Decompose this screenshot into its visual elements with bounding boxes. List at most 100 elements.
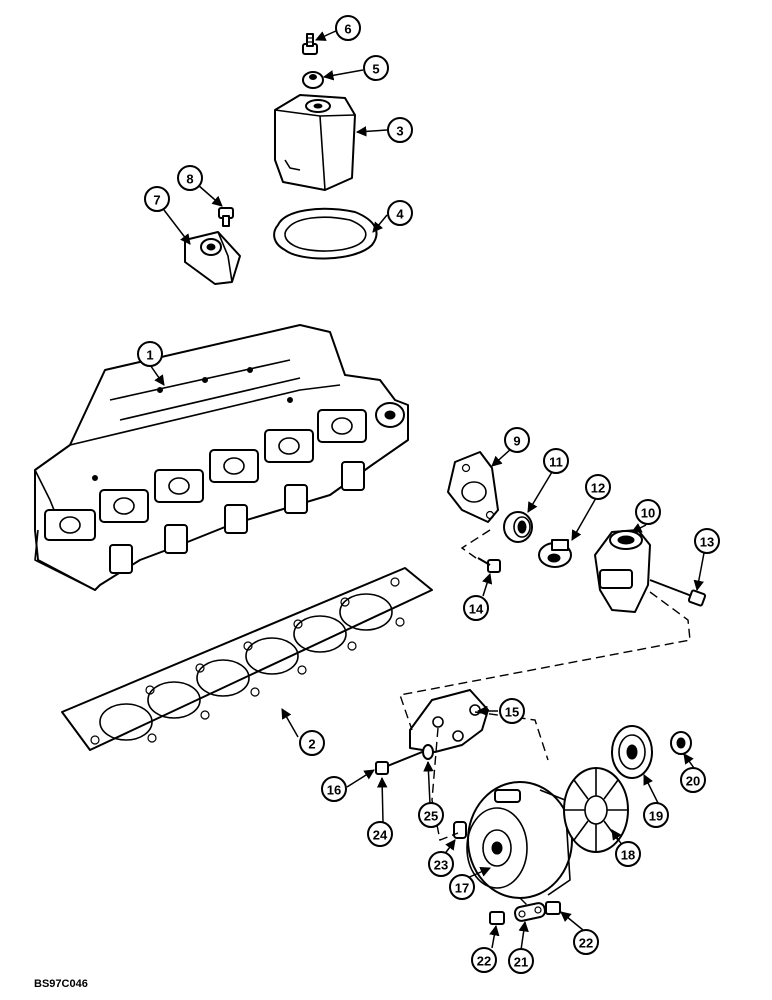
lifting-bracket-bolt-part: [218, 207, 234, 227]
gasket-bolt-part: [477, 557, 501, 573]
thermostat-seal-part: [503, 511, 533, 543]
callout-8: 8: [177, 165, 203, 191]
callout-number: 10: [641, 506, 655, 521]
callout-number: 16: [327, 783, 341, 798]
strap-bolt-left-part: [489, 911, 505, 925]
callout-22: 22: [471, 947, 497, 973]
callout-circle: [680, 767, 706, 793]
callout-circle: [144, 186, 170, 212]
callout-10: 10: [635, 499, 661, 525]
callout-number: 6: [344, 22, 351, 37]
callout-12: 12: [585, 474, 611, 500]
rocker-cover-part: [274, 94, 356, 191]
callout-4: 4: [387, 200, 413, 226]
callout-circle: [615, 841, 641, 867]
callout-circle: [363, 55, 389, 81]
callout-circle: [367, 821, 393, 847]
alternator-part: [466, 781, 573, 899]
callout-18: 18: [615, 841, 641, 867]
callout-circle: [504, 427, 530, 453]
callout-number: 23: [434, 858, 448, 873]
callout-number: 9: [513, 434, 520, 449]
callout-number: 17: [455, 881, 469, 896]
pulley-nut-part: [670, 731, 692, 755]
callout-1: 1: [137, 341, 163, 367]
callout-circle: [177, 165, 203, 191]
callout-number: 8: [186, 172, 193, 187]
cover-gasket-part: [273, 207, 378, 260]
callout-19: 19: [643, 802, 669, 828]
callout-number: 13: [700, 535, 714, 550]
lifting-bracket-part: [184, 231, 241, 285]
callout-circle: [137, 341, 163, 367]
figure-code: BS97C046: [34, 978, 88, 990]
callout-circle: [321, 776, 347, 802]
housing-bolt-part: [649, 579, 707, 607]
thermostat-housing-part: [594, 529, 651, 613]
leader-lines: [147, 29, 705, 951]
callout-circle: [573, 929, 599, 955]
callout-17: 17: [449, 874, 475, 900]
callout-5: 5: [363, 55, 389, 81]
callout-6: 6: [335, 15, 361, 41]
callout-number: 22: [477, 954, 491, 969]
callout-number: 5: [372, 62, 379, 77]
strap-bolt-right-part: [545, 901, 561, 915]
callout-16: 16: [321, 776, 347, 802]
callout-7: 7: [144, 186, 170, 212]
callout-number: 20: [686, 774, 700, 789]
callout-circle: [471, 947, 497, 973]
callout-number: 21: [514, 955, 528, 970]
callout-number: 2: [308, 737, 315, 752]
callout-labels: 1234567891011121314151617181920212222232…: [137, 15, 720, 974]
callout-24: 24: [367, 821, 393, 847]
callout-circle: [387, 200, 413, 226]
callout-number: 3: [396, 124, 403, 139]
alternator-strap-part: [513, 902, 547, 922]
head-gasket-part: [61, 567, 433, 751]
callout-21: 21: [508, 948, 534, 974]
callout-number: 12: [591, 481, 605, 496]
callout-15: 15: [499, 698, 525, 724]
callout-circle: [585, 474, 611, 500]
callout-number: 4: [396, 207, 404, 222]
grommet-part: [302, 71, 324, 89]
callout-circle: [543, 448, 569, 474]
callout-circle: [299, 730, 325, 756]
callout-circle: [449, 874, 475, 900]
callout-circle: [508, 948, 534, 974]
callout-circle: [499, 698, 525, 724]
callout-number: 18: [621, 848, 635, 863]
callout-9: 9: [504, 427, 530, 453]
callout-circle: [635, 499, 661, 525]
cylinder-head-part: [34, 324, 409, 591]
callout-number: 25: [424, 809, 438, 824]
callout-number: 1: [146, 348, 153, 363]
alternator-spacer-part: [453, 821, 467, 839]
callout-25: 25: [418, 802, 444, 828]
callout-circle: [387, 117, 413, 143]
callout-circle: [428, 851, 454, 877]
callout-number: 11: [549, 455, 563, 470]
callout-23: 23: [428, 851, 454, 877]
callout-circle: [694, 528, 720, 554]
callout-circle: [418, 802, 444, 828]
bracket-bolt-part: [375, 744, 434, 775]
callout-11: 11: [543, 448, 569, 474]
thermostat-part: [538, 539, 572, 568]
callout-13: 13: [694, 528, 720, 554]
callout-circle: [643, 802, 669, 828]
callout-3: 3: [387, 117, 413, 143]
callout-number: 22: [579, 936, 593, 951]
alternator-pulley-part: [611, 725, 653, 779]
callout-number: 15: [505, 705, 519, 720]
cap-bolt-part: [302, 33, 318, 55]
callout-number: 24: [373, 828, 388, 843]
callout-circle: [463, 595, 489, 621]
callout-22: 22: [573, 929, 599, 955]
callout-number: 14: [469, 602, 484, 617]
callout-2: 2: [299, 730, 325, 756]
callout-circle: [335, 15, 361, 41]
